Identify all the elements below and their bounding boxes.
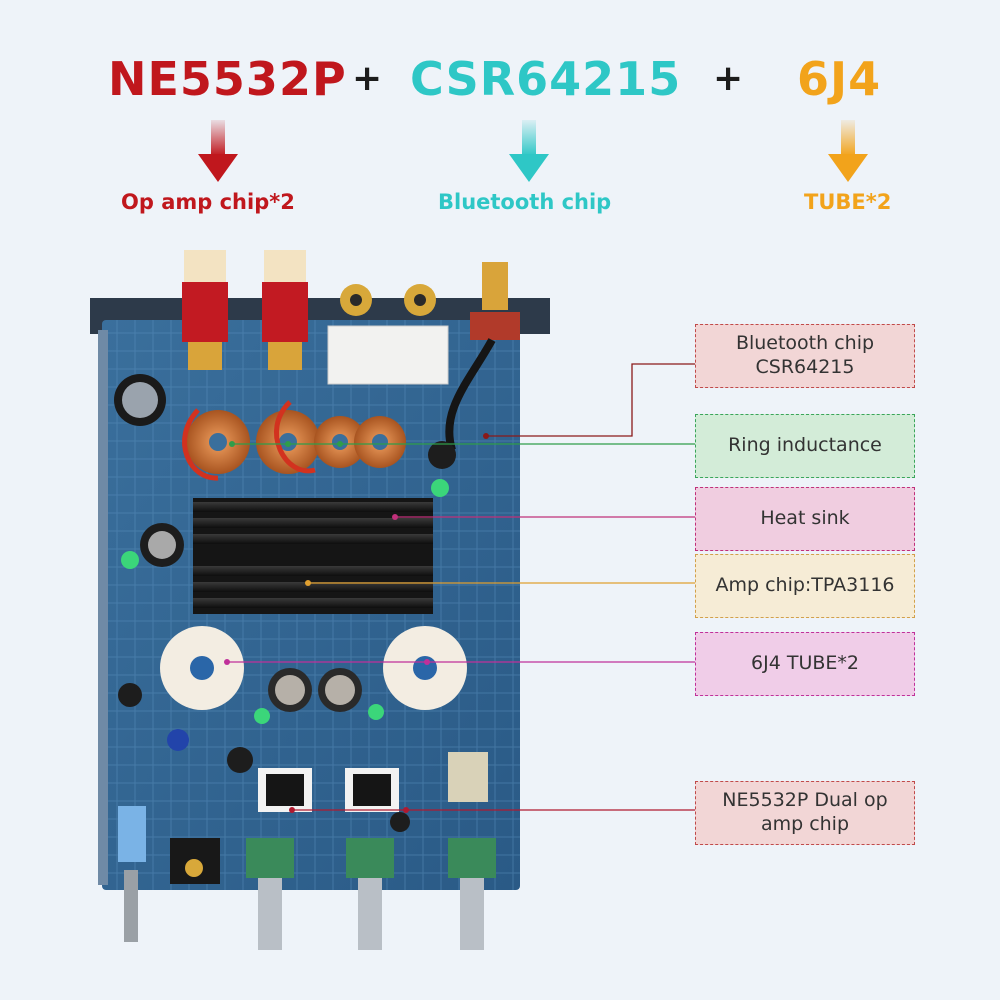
callout-ring-inductance: Ring inductance (695, 414, 915, 478)
callout-6j4-tube: 6J4 TUBE*2 (695, 632, 915, 696)
headline-6j4: 6J4 (797, 52, 882, 106)
headline-ne5532p: NE5532P (108, 52, 347, 106)
callout-line: NE5532P Dual op (722, 789, 888, 812)
tube-sockets (160, 626, 467, 710)
plus-sign-2: + (713, 58, 744, 99)
headline-csr64215: CSR64215 (410, 52, 682, 106)
toggle-switch (118, 806, 146, 862)
callout-line: CSR64215 (755, 356, 855, 378)
caption-tube: TUBE*2 (804, 190, 892, 214)
callout-line: amp chip (760, 813, 850, 835)
antenna-connector (482, 262, 508, 310)
orange-down-arrow-icon (828, 120, 868, 182)
callout-line: Heat sink (760, 507, 850, 530)
caption-op-amp: Op amp chip*2 (121, 190, 295, 214)
rca-inputs (327, 284, 449, 385)
leader-dots (224, 433, 489, 813)
red-down-arrow-icon (198, 120, 238, 182)
callout-heat-sink: Heat sink (695, 487, 915, 551)
potentiometers (246, 838, 496, 950)
callout-line: Bluetooth chip (735, 332, 875, 355)
ring-inductors (186, 410, 406, 474)
callout-leaders (227, 363, 695, 811)
speaker-terminals (182, 250, 308, 370)
plus-sign-1: + (352, 58, 383, 99)
callout-line: Ring inductance (728, 434, 882, 457)
teal-down-arrow-icon (509, 120, 549, 182)
op-amp-chips (258, 768, 399, 812)
callout-amp-chip: Amp chip:TPA3116 (695, 554, 915, 618)
caption-bluetooth: Bluetooth chip (438, 190, 612, 214)
callout-line: 6J4 TUBE*2 (751, 652, 859, 675)
callout-line: Amp chip:TPA3116 (715, 574, 895, 597)
